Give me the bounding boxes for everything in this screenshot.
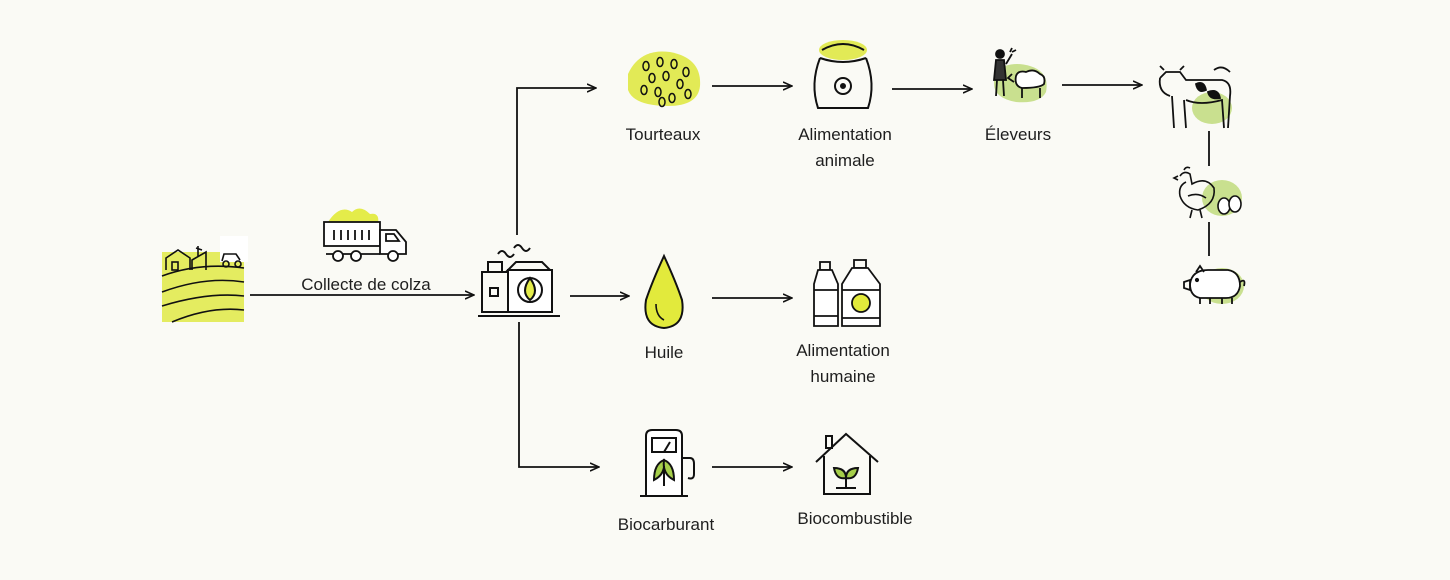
oil-drop-icon [644, 253, 684, 330]
breeders-label: Éleveurs [984, 125, 1052, 144]
seeds-icon [628, 51, 701, 108]
arrow-factory-to-cakes [516, 88, 596, 235]
arrow-factory-to-biofuel [518, 322, 599, 467]
biofuel-label: Biocarburant [617, 515, 715, 534]
eco-house-icon [815, 432, 879, 495]
hen-eggs-icon [1172, 166, 1242, 219]
feed-sack-icon [813, 40, 873, 109]
human-food-label-line1: Alimentation [796, 341, 890, 360]
dump-truck-icon [323, 208, 407, 262]
cakes-label: Tourteaux [625, 125, 701, 144]
bio-fuel-pump-icon [640, 429, 695, 497]
oil-bottles-icon [813, 259, 881, 327]
oil-label: Huile [644, 343, 684, 362]
pig-icon [1183, 264, 1246, 304]
cow-icon [1158, 65, 1232, 129]
biocombustible-label: Biocombustible [797, 509, 913, 528]
farmer-sheep-icon [993, 47, 1047, 103]
oil-factory-icon [478, 244, 560, 317]
human-food-label: Alimentation humaine [778, 338, 908, 390]
animal-feed-label: Alimentation animale [780, 122, 910, 174]
connectors [250, 85, 1210, 467]
animal-feed-label-line1: Alimentation [798, 125, 892, 144]
human-food-label-line2: humaine [810, 367, 876, 386]
farm-field-icon [161, 236, 248, 323]
collection-label: Collecte de colza [301, 275, 431, 294]
animal-feed-label-line2: animale [815, 151, 875, 170]
